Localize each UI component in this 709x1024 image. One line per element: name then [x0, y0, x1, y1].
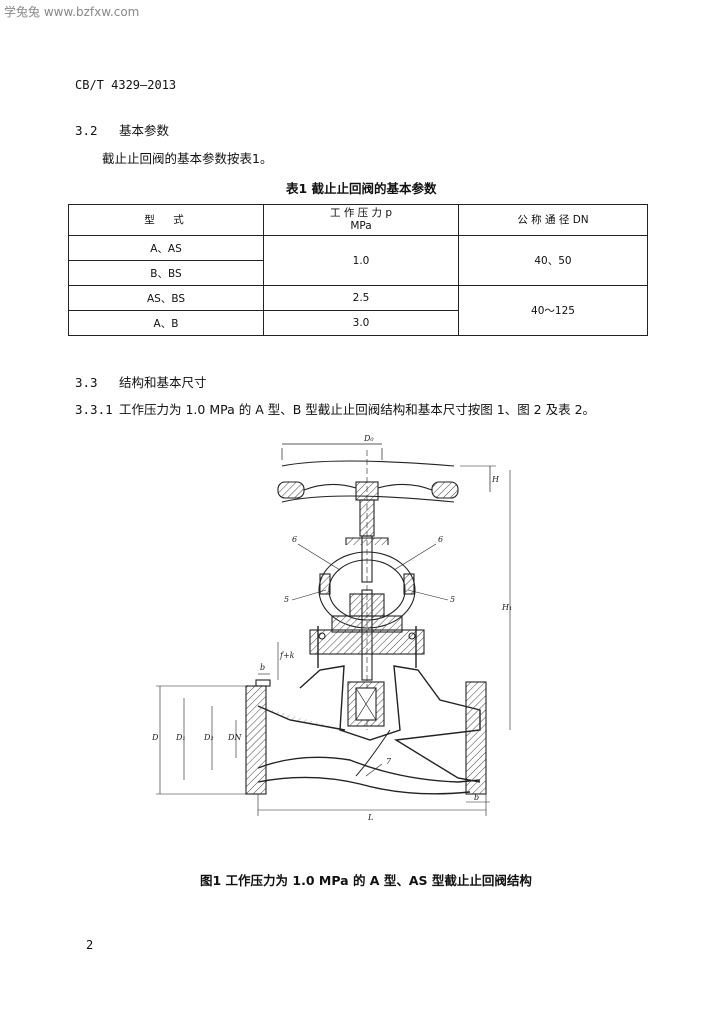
table-cell-type: A、AS — [68, 235, 264, 261]
section-number: 3.3 — [75, 375, 98, 390]
paragraph-text: 工作压力为 1.0 MPa 的 A 型、B 型截止止回阀结构和基本尺寸按图 1、… — [119, 402, 596, 417]
table-cell-pressure: 3.0 — [263, 310, 459, 336]
table-cell-dn: 40、50 — [458, 235, 648, 286]
section-number: 3.2 — [75, 123, 98, 138]
leader-lines — [291, 543, 449, 777]
label-l: L — [367, 813, 373, 822]
label-6-left: 6 — [292, 535, 297, 544]
label-5-right: 5 — [450, 595, 455, 604]
paragraph-3-2: 截止止回阀的基本参数按表1。 — [102, 151, 273, 166]
section-title: 结构和基本尺寸 — [119, 375, 207, 390]
header-pressure-line1: 工 作 压 力 p — [329, 207, 392, 219]
label-d2: D₂ — [203, 733, 214, 742]
label-6-right: 6 — [438, 535, 443, 544]
figure-caption: 图1 工作压力为 1.0 MPa 的 A 型、AS 型截止止回阀结构 — [200, 873, 532, 888]
table-cell-type: A、B — [68, 310, 264, 336]
parameter-table: 型 式 工 作 压 力 p MPa 公 称 通 径 DN A、AS 1.0 40… — [68, 204, 648, 336]
valve-disc — [347, 681, 385, 727]
right-flange — [465, 681, 487, 795]
label-dn: DN — [227, 733, 242, 742]
header-pressure: 工 作 压 力 p MPa — [263, 204, 459, 236]
label-h1: H₁ — [501, 603, 512, 612]
header-dn: 公 称 通 径 DN — [458, 204, 648, 236]
section-3-2-heading: 3.2 基本参数 — [75, 120, 169, 139]
table-caption: 表1 截止止回阀的基本参数 — [286, 181, 437, 196]
left-flange — [245, 679, 271, 795]
page-number: 2 — [86, 938, 94, 952]
valve-drawing: D₀ H H₁ D D₁ D₂ DN b f+k b L 6 6 5 5 7 — [151, 434, 512, 822]
table-cell-type: AS、BS — [68, 285, 264, 311]
label-b-left: b — [260, 663, 265, 672]
label-d1: D₁ — [175, 733, 186, 742]
valve-bonnet — [309, 615, 425, 668]
table-cell-dn: 40～125 — [458, 285, 648, 336]
header-type: 型 式 — [68, 204, 264, 236]
table-cell-type: B、BS — [68, 260, 264, 286]
valve-body — [257, 665, 481, 795]
label-h: H — [491, 475, 500, 484]
dimension-lines — [156, 470, 511, 816]
label-d0: D₀ — [363, 434, 374, 443]
handwheel — [277, 443, 496, 503]
label-d: D — [151, 733, 159, 742]
header-pressure-unit: MPa — [350, 220, 372, 232]
table-cell-pressure: 2.5 — [263, 285, 459, 311]
paragraph-number: 3.3.1 — [75, 402, 113, 417]
table-cell-pressure: 1.0 — [263, 235, 459, 286]
section-3-3-heading: 3.3 结构和基本尺寸 — [75, 372, 207, 391]
section-title: 基本参数 — [119, 123, 170, 138]
label-b-right: b — [474, 793, 479, 802]
valve-yoke — [318, 537, 416, 629]
watermark: 学兔兔 www.bzfxw.com — [4, 5, 140, 19]
document-number: CB/T 4329—2013 — [75, 78, 177, 92]
paragraph-3-3-1: 3.3.1 工作压力为 1.0 MPa 的 A 型、B 型截止止回阀结构和基本尺寸… — [75, 399, 595, 418]
label-5-left: 5 — [284, 595, 289, 604]
label-7: 7 — [386, 757, 392, 766]
label-fk: f+k — [279, 651, 295, 660]
